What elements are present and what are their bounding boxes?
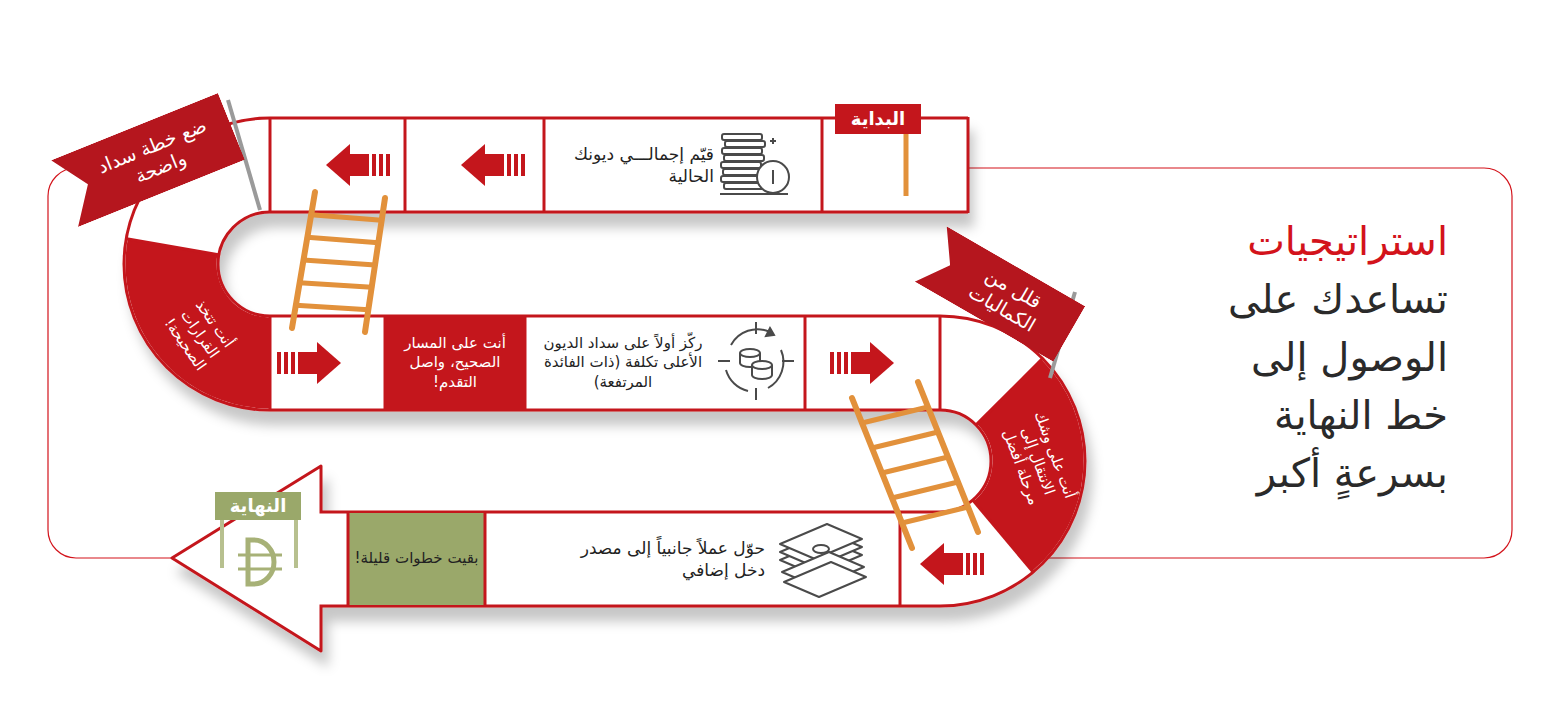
step-box: أنت على المسار الصحيح، واصل التقدم! <box>389 320 521 406</box>
ladders <box>292 192 978 548</box>
node-text: أنت على المسار الصحيح، واصل التقدم! <box>389 334 521 393</box>
target-icon <box>718 322 794 400</box>
green-cell <box>348 513 485 605</box>
direction-arrows <box>277 144 984 585</box>
step-box: ركّز أولاً على سداد الديون الأعلى تكلفة … <box>530 320 716 406</box>
coins-icon <box>720 134 789 194</box>
node-text: حوّل عملاً جانبياً إلى مصدر دخل إضافي <box>560 537 765 581</box>
step-box: حوّل عملاً جانبياً إلى مصدر دخل إضافي <box>560 516 765 602</box>
flag-banner: ضع خطة سداد واضحة <box>51 93 245 227</box>
track <box>171 165 1038 651</box>
node-text: قلل من الكماليات <box>944 248 1072 348</box>
curve-segment: أنت تتخذ القرارات الصحيحة! <box>142 272 258 395</box>
currency-symbol <box>238 540 282 584</box>
node-text: قيّم إجمالـــي ديونك الحالية <box>548 143 714 187</box>
cell-dividers <box>125 117 1043 607</box>
flag-banner: قلل من الكماليات <box>915 226 1086 361</box>
node-text: بقيت خطوات قليلة! <box>352 549 481 569</box>
node-text: أنت على وشك الانتقال إلى مرحلة أفضل <box>996 405 1081 517</box>
banknotes-icon <box>780 524 866 597</box>
step-box: قيّم إجمالـــي ديونك الحالية <box>548 122 714 208</box>
node-text: أنت تتخذ القرارات الصحيحة! <box>149 278 251 391</box>
step-box: بقيت خطوات قليلة! <box>352 516 481 602</box>
finish-flag-label: النهاية <box>215 492 301 520</box>
red-cell <box>385 317 525 409</box>
curve-segment: أنت على وشك الانتقال إلى مرحلة أفضل <box>987 402 1089 521</box>
node-text: البداية <box>835 108 921 130</box>
diagram-title: استراتيجيات تساعدك على الوصول إلى خط الن… <box>1198 212 1448 502</box>
node-text: ضع خطة سداد واضحة <box>82 109 231 204</box>
start-flag-label: البداية <box>835 104 921 134</box>
node-text: ركّز أولاً على سداد الديون الأعلى تكلفة … <box>530 334 716 393</box>
node-text: النهاية <box>215 495 301 517</box>
flag-poles <box>222 100 1075 568</box>
